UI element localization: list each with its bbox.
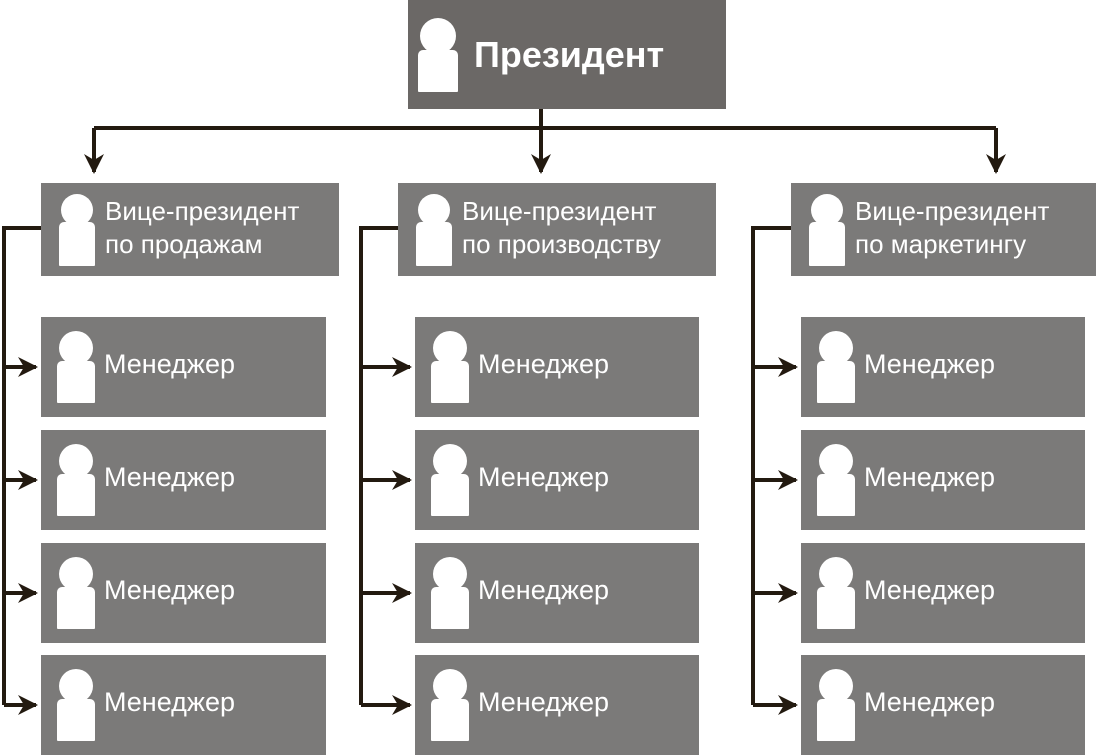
person-icon bbox=[809, 194, 849, 266]
manager-node: Менеджер bbox=[415, 655, 699, 755]
vp-production-node: Вице-президент по производству bbox=[398, 183, 716, 276]
president-label: Президент bbox=[474, 34, 665, 75]
manager-node: Менеджер bbox=[801, 655, 1085, 755]
person-icon bbox=[431, 557, 471, 629]
manager-node: Менеджер bbox=[415, 317, 699, 417]
vp-marketing-label: Вице-президент по маркетингу bbox=[855, 196, 1050, 259]
person-icon bbox=[817, 557, 857, 629]
manager-node: Менеджер bbox=[415, 430, 699, 530]
manager-label: Менеджер bbox=[478, 349, 609, 379]
person-icon bbox=[431, 669, 471, 741]
person-icon bbox=[431, 444, 471, 516]
person-icon bbox=[57, 557, 97, 629]
person-icon bbox=[817, 669, 857, 741]
manager-node: Менеджер bbox=[41, 655, 326, 755]
person-icon bbox=[57, 669, 97, 741]
person-icon bbox=[416, 194, 456, 266]
manager-label: Менеджер bbox=[478, 687, 609, 717]
vp-sales-node: Вице-президент по продажам bbox=[41, 183, 339, 276]
manager-label: Менеджер bbox=[864, 462, 995, 492]
manager-node: Менеджер bbox=[415, 543, 699, 643]
manager-label: Менеджер bbox=[478, 575, 609, 605]
person-icon bbox=[57, 331, 97, 403]
manager-label: Менеджер bbox=[864, 575, 995, 605]
manager-node: Менеджер bbox=[41, 317, 326, 417]
manager-label: Менеджер bbox=[104, 462, 235, 492]
vp-sales-label: Вице-президент по продажам bbox=[105, 196, 300, 259]
manager-node: Менеджер bbox=[801, 430, 1085, 530]
manager-node: Менеджер bbox=[41, 543, 326, 643]
president-node: Президент bbox=[408, 0, 726, 109]
manager-node: Менеджер bbox=[41, 430, 326, 530]
manager-label: Менеджер bbox=[478, 462, 609, 492]
vp-production-label: Вице-президент по производству bbox=[462, 196, 661, 259]
manager-label: Менеджер bbox=[104, 349, 235, 379]
manager-label: Менеджер bbox=[864, 687, 995, 717]
manager-label: Менеджер bbox=[104, 575, 235, 605]
manager-label: Менеджер bbox=[864, 349, 995, 379]
person-icon bbox=[418, 18, 460, 93]
person-icon bbox=[817, 444, 857, 516]
person-icon bbox=[431, 331, 471, 403]
manager-node: Менеджер bbox=[801, 317, 1085, 417]
person-icon bbox=[817, 331, 857, 403]
manager-label: Менеджер bbox=[104, 687, 235, 717]
vp-marketing-node: Вице-президент по маркетингу bbox=[791, 183, 1096, 276]
manager-node: Менеджер bbox=[801, 543, 1085, 643]
person-icon bbox=[57, 444, 97, 516]
person-icon bbox=[59, 194, 99, 266]
